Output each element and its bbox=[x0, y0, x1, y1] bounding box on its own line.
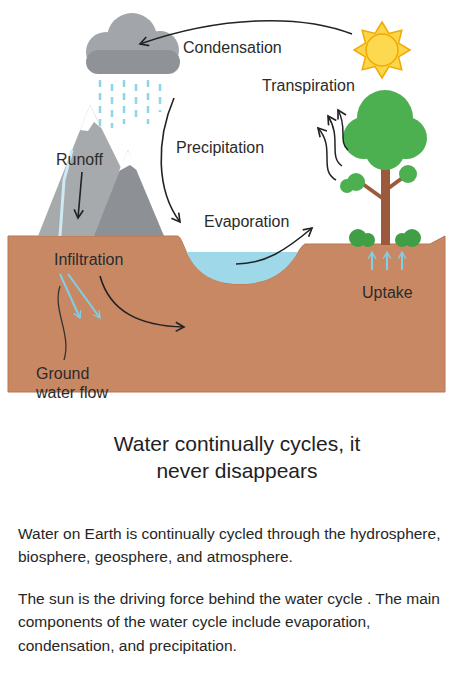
process-label: Uptake bbox=[362, 283, 413, 302]
rain bbox=[147, 80, 150, 124]
leader-line bbox=[58, 286, 66, 360]
process-label: Precipitation bbox=[176, 138, 264, 157]
rain bbox=[111, 84, 114, 128]
tree bbox=[403, 229, 421, 247]
tree bbox=[340, 90, 427, 247]
lake bbox=[178, 236, 305, 284]
cycle-arrows bbox=[161, 98, 180, 222]
rain bbox=[99, 80, 102, 132]
process-label: Evaporation bbox=[204, 212, 289, 231]
tree bbox=[365, 130, 405, 170]
cycle-arrows bbox=[78, 21, 352, 327]
infiltration-arrows bbox=[60, 274, 80, 318]
cycle-arrows bbox=[338, 110, 348, 150]
sun bbox=[354, 22, 410, 78]
cycle-arrows bbox=[318, 128, 336, 180]
rain bbox=[159, 84, 162, 112]
process-label: Infiltration bbox=[54, 250, 123, 269]
water-cycle-illustration bbox=[0, 0, 474, 420]
body-paragraph: Water on Earth is continually cycled thr… bbox=[18, 522, 458, 569]
mountains bbox=[119, 150, 138, 171]
tree bbox=[360, 176, 405, 200]
sun bbox=[366, 34, 398, 66]
cloud bbox=[86, 50, 180, 74]
cycle-arrows bbox=[100, 276, 184, 327]
tree bbox=[340, 179, 354, 193]
process-label: Ground water flow bbox=[36, 364, 124, 402]
leader-line bbox=[58, 286, 66, 360]
mountains bbox=[80, 105, 101, 131]
rain bbox=[135, 84, 138, 120]
uptake-arrows bbox=[401, 252, 403, 270]
infiltration-arrows bbox=[68, 274, 100, 318]
rain bbox=[123, 80, 126, 124]
lake bbox=[178, 252, 305, 284]
sun bbox=[354, 22, 410, 78]
mountains bbox=[94, 150, 164, 236]
uptake-arrows bbox=[372, 252, 402, 270]
body-paragraph: The sun is the driving force behind the … bbox=[18, 587, 458, 657]
tree bbox=[399, 165, 417, 183]
cycle-arrows bbox=[328, 116, 342, 166]
cloud bbox=[86, 13, 180, 74]
cycle-arrows bbox=[236, 228, 312, 264]
uptake-arrows bbox=[386, 252, 388, 270]
cycle-arrows bbox=[78, 172, 82, 218]
rain bbox=[100, 80, 160, 132]
uptake-arrows bbox=[371, 252, 373, 270]
infiltration-arrows bbox=[60, 274, 100, 318]
tree bbox=[361, 233, 375, 247]
process-label: Condensation bbox=[183, 38, 282, 57]
process-label: Runoff bbox=[56, 150, 103, 169]
process-label: Transpiration bbox=[262, 76, 355, 95]
caption: Water continually cycles, it never disap… bbox=[107, 430, 367, 485]
